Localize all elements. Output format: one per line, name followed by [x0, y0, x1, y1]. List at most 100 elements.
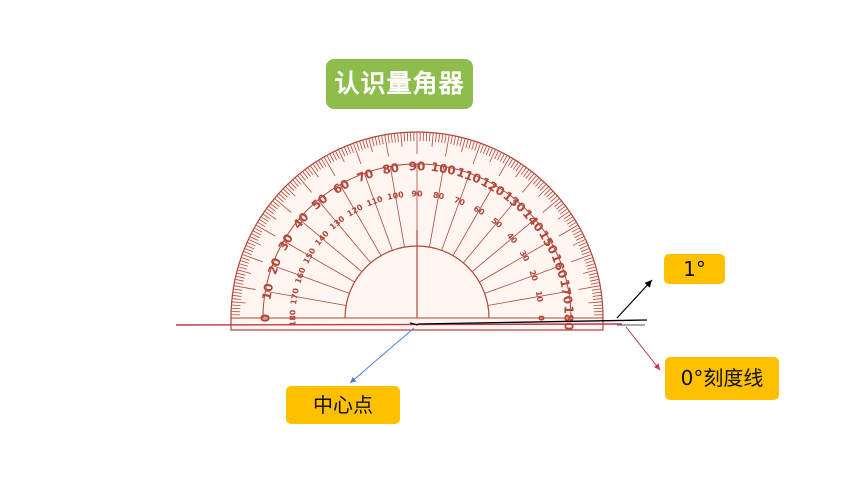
degree-tick: [346, 145, 352, 155]
inner-scale-number: 10: [534, 290, 545, 303]
degree-tick: [249, 236, 259, 241]
angle-spoke: [479, 240, 551, 283]
inner-scale-number: 0: [537, 315, 546, 321]
degree-tick: [513, 161, 519, 170]
degree-tick: [554, 200, 562, 207]
degree-tick: [499, 153, 505, 162]
degree-tick: [292, 179, 299, 187]
degree-tick: [570, 254, 592, 263]
degree-tick: [231, 301, 246, 304]
outer-scale-number: 70: [355, 166, 375, 185]
angle-spoke: [272, 264, 350, 294]
degree-tick: [588, 301, 603, 304]
degree-tick: [320, 158, 327, 167]
degree-tick: [353, 143, 362, 165]
degree-tick: [583, 269, 597, 274]
arrow-center-point: [349, 327, 415, 384]
degree-tick: [572, 239, 586, 246]
degree-tick: [287, 183, 295, 191]
degree-tick: [294, 177, 302, 185]
degree-tick: [496, 152, 502, 161]
degree-tick: [362, 140, 366, 149]
degree-tick: [548, 193, 556, 200]
angle-spoke: [487, 290, 569, 306]
degree-tick: [255, 224, 276, 237]
degree-tick: [574, 233, 583, 239]
degree-tick: [480, 144, 485, 153]
degree-tick: [282, 188, 290, 196]
degree-tick: [309, 165, 319, 178]
degree-tick: [586, 263, 595, 267]
degree-tick: [332, 152, 338, 161]
degree-tick: [368, 138, 373, 152]
degree-tick: [582, 250, 591, 255]
degree-tick: [544, 188, 552, 196]
degree-tick: [326, 155, 332, 164]
degree-tick: [371, 137, 375, 147]
degree-tick: [482, 145, 488, 155]
angle-spoke: [265, 290, 347, 306]
inner-scale-number: 70: [453, 195, 467, 207]
degree-tick: [488, 147, 494, 157]
degree-tick: [589, 275, 599, 279]
degree-tick: [538, 186, 549, 197]
degree-tick: [585, 260, 595, 264]
degree-tick: [280, 190, 288, 198]
outer-scale-number: 0: [259, 314, 273, 322]
zero-line-label: 0°刻度线: [665, 357, 779, 400]
degree-tick: [359, 140, 363, 150]
degree-tick: [343, 146, 349, 156]
degree-tick: [266, 208, 275, 215]
degree-tick: [459, 137, 463, 147]
center-point-label: 中心点: [286, 386, 400, 424]
degree-tick: [397, 132, 399, 143]
angle-spoke: [462, 199, 517, 264]
degree-tick: [278, 193, 286, 200]
degree-tick: [233, 285, 256, 290]
inner-scale-number: 100: [386, 190, 404, 202]
degree-tick: [520, 167, 527, 176]
outer-scale-number: 90: [409, 160, 426, 174]
degree-tick: [568, 221, 577, 228]
degree-tick: [444, 134, 447, 144]
degree-tick: [556, 203, 564, 210]
degree-tick: [489, 149, 496, 163]
degree-tick: [232, 294, 242, 297]
degree-tick: [578, 241, 588, 247]
degree-tick: [441, 133, 444, 143]
degree-tick: [579, 244, 589, 250]
degree-tick: [485, 146, 491, 156]
degree-tick: [299, 173, 306, 181]
degree-tick: [257, 221, 266, 228]
degree-tick: [387, 134, 390, 144]
angle-spoke: [452, 184, 495, 256]
angle-spoke: [389, 166, 405, 248]
degree-tick: [262, 213, 271, 220]
degree-tick: [381, 135, 384, 145]
angle-spoke: [298, 218, 363, 273]
degree-tick: [592, 298, 603, 300]
degree-tick: [559, 208, 568, 215]
degree-tick: [241, 257, 250, 261]
degree-tick: [400, 132, 403, 147]
degree-tick: [268, 205, 276, 212]
degree-tick: [307, 167, 314, 176]
degree-tick: [563, 213, 572, 220]
degree-tick: [465, 139, 469, 148]
one-degree-label: 1°: [664, 254, 725, 284]
degree-tick: [461, 138, 466, 152]
degree-tick: [231, 298, 242, 300]
degree-tick: [591, 288, 601, 291]
degree-tick: [270, 203, 278, 210]
degree-tick: [494, 150, 499, 160]
degree-tick: [575, 236, 585, 241]
degree-tick: [285, 186, 296, 197]
degree-tick: [235, 275, 245, 279]
degree-tick: [587, 266, 596, 270]
degree-tick: [565, 216, 574, 222]
degree-tick: [471, 140, 475, 150]
outer-scale-number: 20: [265, 256, 284, 276]
degree-tick: [393, 133, 396, 143]
degree-tick: [251, 233, 260, 239]
